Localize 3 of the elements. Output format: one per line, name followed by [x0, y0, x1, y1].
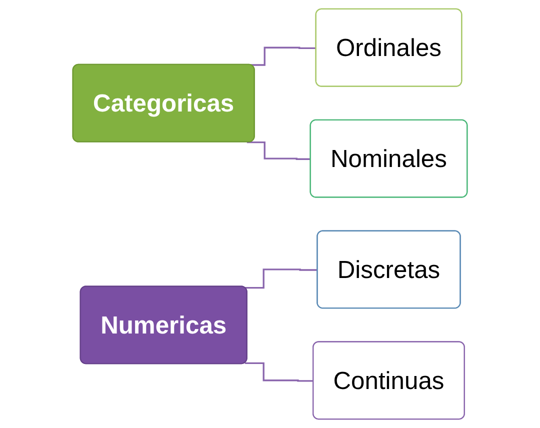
- connector: [244, 362, 314, 382]
- connector: [244, 268, 318, 289]
- connector: [246, 141, 311, 160]
